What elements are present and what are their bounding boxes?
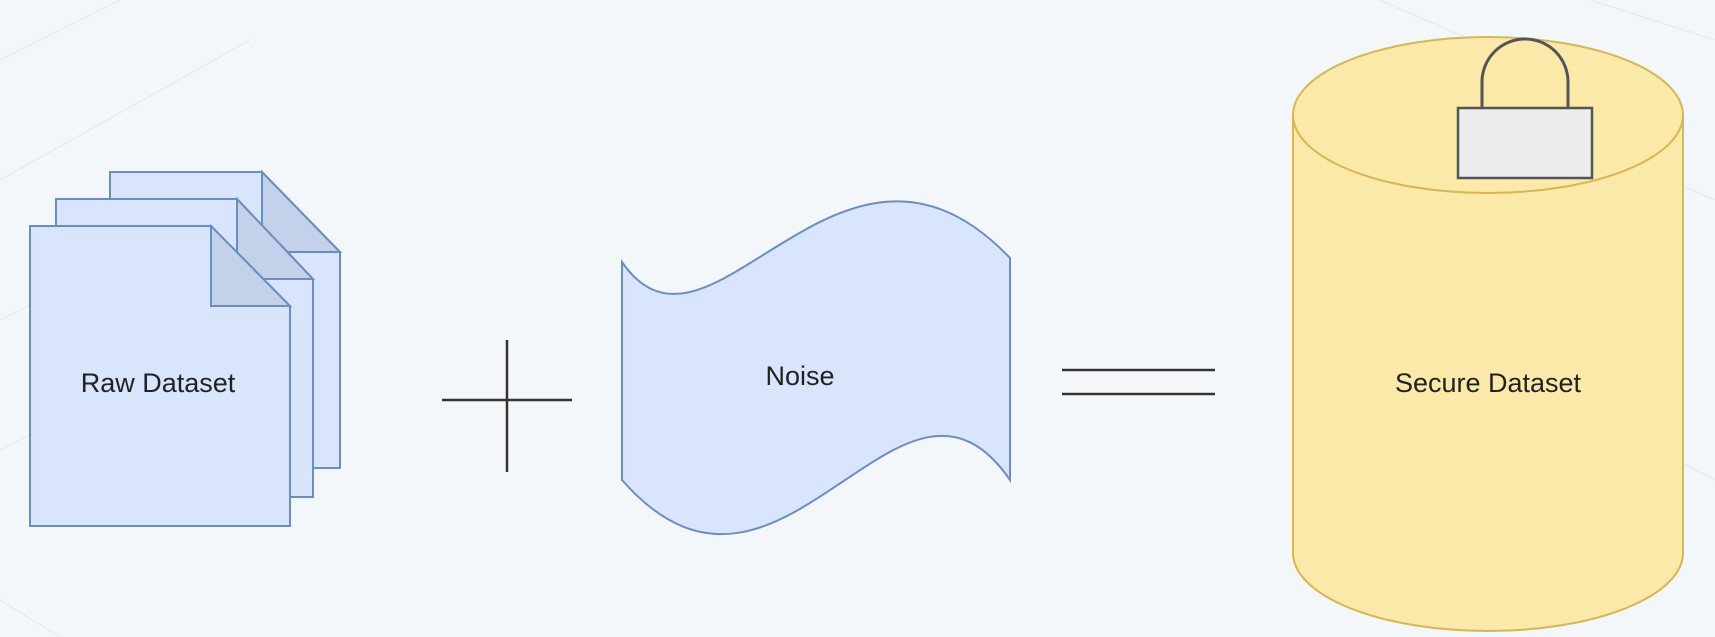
secure-dataset-node[interactable]: Secure Dataset [1292,36,1684,632]
raw-dataset-label: Raw Dataset [81,368,236,398]
plus-operator [442,340,572,472]
lock-icon [1456,37,1594,180]
raw-dataset-node[interactable]: Raw Dataset [29,169,343,527]
noise-wave-shape [621,200,1011,535]
cylinder-top-rim [1292,114,1684,194]
cylinder-body [1292,36,1684,632]
equals-operator [1062,368,1215,396]
noise-node[interactable]: Noise [621,200,1011,535]
document-front [29,223,293,527]
noise-label: Noise [765,361,834,391]
secure-dataset-label: Secure Dataset [1395,368,1582,398]
